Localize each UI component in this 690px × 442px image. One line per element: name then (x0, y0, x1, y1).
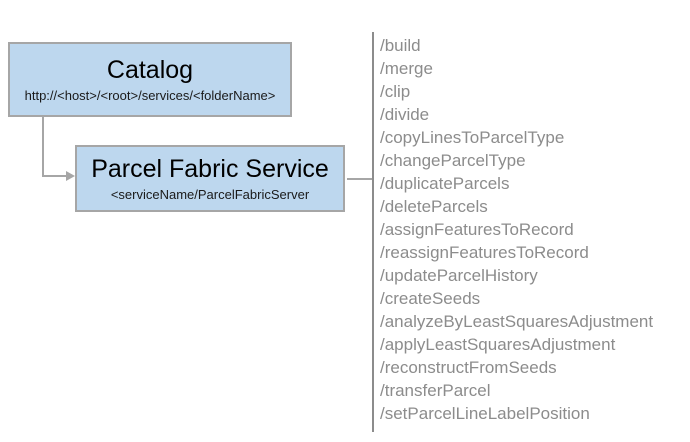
endpoint-item: /createSeeds (380, 289, 481, 308)
endpoint-item: /changeParcelType (380, 151, 526, 170)
endpoint-item: /analyzeByLeastSquaresAdjustment (380, 312, 654, 331)
catalog-node: Catalog http://<host>/<root>/services/<f… (8, 42, 292, 117)
parcel-to-endpoints-connector (347, 178, 372, 180)
endpoint-item: /copyLinesToParcelType (380, 128, 565, 147)
endpoint-item: /deleteParcels (380, 197, 488, 216)
catalog-to-parcel-connector-vertical (42, 117, 44, 177)
parcel-fabric-service-path: <serviceName/ParcelFabricServer (110, 186, 310, 202)
endpoint-item: /reconstructFromSeeds (380, 358, 557, 377)
parcel-fabric-service-node: Parcel Fabric Service <serviceName/Parce… (75, 145, 345, 212)
endpoint-item: /setParcelLineLabelPosition (380, 404, 590, 423)
endpoint-item: /updateParcelHistory (380, 266, 538, 285)
endpoint-item: /merge (380, 59, 433, 78)
endpoint-item: /transferParcel (380, 381, 491, 400)
endpoints-divider-line (372, 32, 374, 432)
endpoint-item: /reassignFeaturesToRecord (380, 243, 589, 262)
endpoint-item: /clip (380, 82, 411, 101)
catalog-node-url: http://<host>/<root>/services/<folderNam… (24, 87, 276, 103)
endpoint-item: /duplicateParcels (380, 174, 510, 193)
catalog-to-parcel-connector-horizontal (42, 175, 68, 177)
endpoint-item: /build (380, 36, 421, 55)
endpoint-item: /assignFeaturesToRecord (380, 220, 574, 239)
catalog-node-title: Catalog (106, 56, 194, 85)
parcel-fabric-service-title: Parcel Fabric Service (91, 155, 329, 184)
endpoints-list: /build /merge /clip /divide /copyLinesTo… (380, 34, 653, 425)
arrowhead-icon (66, 171, 75, 181)
endpoint-item: /divide (380, 105, 430, 124)
endpoint-item: /applyLeastSquaresAdjustment (380, 335, 616, 354)
